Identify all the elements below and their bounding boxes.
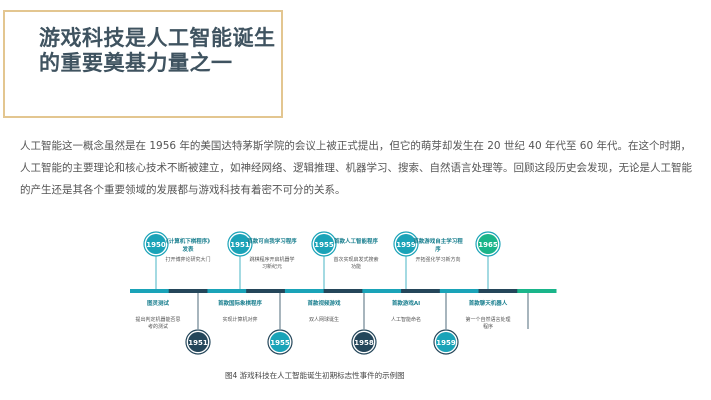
year-circle: [478, 234, 498, 254]
event-title: 发表: [181, 245, 194, 253]
timeline-axis-segment: [478, 289, 518, 293]
year-label: 1951: [188, 339, 208, 347]
timeline-svg: 1950《计算机下棋程序》发表打开博弈论研究大门1951首款可自我学习程序跳棋程…: [130, 231, 557, 355]
timeline-axis-segment: [362, 289, 402, 293]
event-title: 首款视频游戏: [307, 299, 341, 307]
timeline-axis-segment: [439, 289, 480, 293]
event-desc: 人工智能命名: [391, 316, 421, 323]
year-circle: [146, 234, 166, 254]
event-desc: 提出判定机器能否思: [135, 316, 180, 323]
year-circle: [270, 332, 290, 352]
event-title: 首款国际象棋程序: [218, 299, 263, 307]
year-label: 1955: [314, 241, 334, 249]
timeline-axis-segment: [284, 289, 325, 293]
year-label: 1959: [396, 241, 416, 249]
body-paragraph: 人工智能这一概念虽然是在 1956 年的美国达特茅斯学院的会议上被正式提出，但它…: [20, 140, 692, 196]
year-label: 1959: [436, 339, 456, 347]
year-circle: [230, 234, 250, 254]
timeline-axis-segment: [207, 289, 247, 293]
event-desc: 实现计算机对弈: [222, 316, 257, 323]
year-label: 1951: [230, 241, 250, 249]
timeline-axis-segment: [517, 289, 557, 293]
year-label: 1965: [478, 241, 498, 249]
year-label: 1958: [354, 339, 374, 347]
timeline-axis-segment: [168, 289, 208, 293]
figure-caption: 图4 游戏科技在人工智能诞生初期标志性事件的示例图: [225, 371, 405, 380]
event-title: 首款游戏AI: [392, 299, 420, 307]
event-desc: 考的测试: [148, 323, 168, 330]
year-circle: [314, 234, 334, 254]
timeline-axis-segment: [246, 289, 286, 293]
title-box: 游戏科技是人工智能诞生的重要奠基力量之一: [3, 10, 283, 118]
event-title: 图灵测试: [147, 299, 170, 307]
year-circle: [354, 332, 374, 352]
year-label: 1950: [146, 241, 166, 249]
event-desc: 程序: [483, 323, 493, 330]
timeline-axis-segment: [323, 289, 363, 293]
event-desc: 打开博弈论研究大门: [165, 256, 210, 263]
event-title: 首款人工智能程序: [334, 237, 379, 245]
event-desc: 功能: [351, 263, 361, 270]
event-title: 《计算机下棋程序》: [163, 237, 213, 245]
event-title: 首款聊天机器人: [469, 299, 508, 307]
timeline-axis-segment: [401, 289, 441, 293]
event-title: 序: [434, 245, 441, 253]
event-desc: 第一个自然语言处理: [465, 316, 510, 323]
year-circle: [396, 234, 416, 254]
event-desc: 开拓强化学习新方向: [415, 256, 460, 263]
event-desc: 跳棋程序开启机器学: [249, 256, 294, 263]
event-title: 首款可自我学习程序: [247, 237, 297, 245]
timeline-axis-segment: [130, 289, 170, 293]
year-circle: [436, 332, 456, 352]
event-desc: 双人网球诞生: [309, 316, 339, 323]
event-title: 首款游戏自主学习程: [413, 237, 463, 245]
event-desc: 习新纪元: [262, 263, 282, 270]
year-label: 1955: [270, 339, 290, 347]
event-desc: 首次实现启发式搜索: [333, 256, 378, 263]
page-title: 游戏科技是人工智能诞生的重要奠基力量之一: [39, 26, 276, 75]
year-circle: [188, 332, 208, 352]
